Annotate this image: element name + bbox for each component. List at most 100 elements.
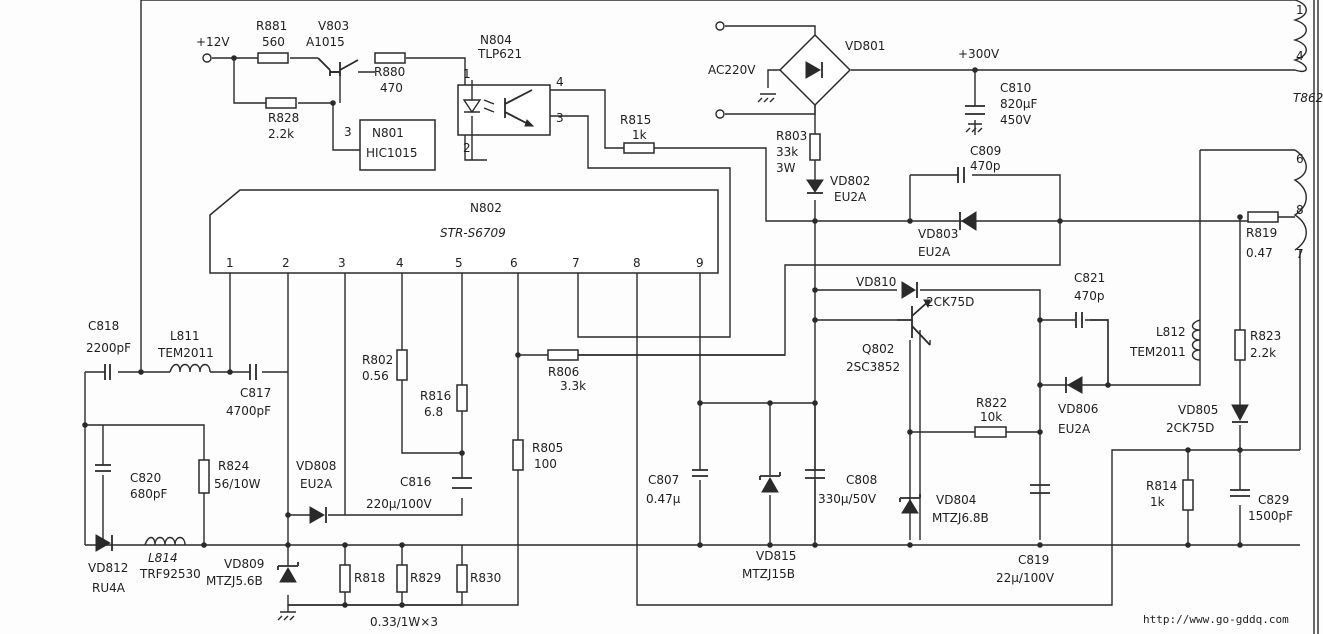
c810-ground: [965, 123, 983, 133]
r819-body: [1247, 211, 1279, 223]
t862-pin-6: 6: [1296, 152, 1304, 166]
c817-ref: C817: [240, 386, 271, 400]
l812-ref: L812: [1156, 325, 1186, 339]
t862-pin-1: 1: [1296, 3, 1304, 17]
r815-ref: R815: [620, 113, 651, 127]
n802-pin-8: 8: [633, 256, 641, 270]
c819-value: 22μ/100V: [996, 571, 1055, 585]
resistor-bodies: [198, 52, 1279, 593]
r881-ref: R881: [256, 19, 287, 33]
vd805-ref: VD805: [1178, 403, 1218, 417]
c809-value: 470p: [970, 159, 1001, 173]
n802-pin-1: 1: [226, 256, 234, 270]
c821-value: 470p: [1074, 289, 1105, 303]
r802-body: [396, 349, 408, 381]
c818-value: 2200pF: [86, 341, 131, 355]
inductor-symbols: [144, 319, 1201, 546]
c816-ref: C816: [400, 475, 431, 489]
n802-pin-2: 2: [282, 256, 290, 270]
l812-part: TEM2011: [1129, 345, 1186, 359]
t862-pin-4: 4: [1296, 49, 1304, 63]
c810-plates: [965, 105, 985, 115]
n802-pin-3: 3: [338, 256, 346, 270]
vd806-ref: VD806: [1058, 402, 1098, 416]
c820-value: 680pF: [130, 487, 168, 501]
n802-part: STR-S6709: [440, 226, 506, 240]
t862-pin-7: 7: [1296, 247, 1304, 261]
l811-coil: [169, 363, 211, 373]
r814-ref: R814: [1146, 479, 1177, 493]
r823-value: 2.2k: [1250, 346, 1276, 360]
ic-n801: N801 HIC1015 3: [344, 119, 436, 171]
vd810-ref: VD810: [856, 275, 896, 289]
vd812-part: RU4A: [92, 581, 126, 595]
r819-ref: R819: [1246, 226, 1277, 240]
t862-name: T862: [1293, 91, 1323, 105]
n801-part: HIC1015: [366, 146, 417, 160]
r802-ref: R802: [362, 353, 393, 367]
transistor-v803: V803 A1015: [306, 19, 359, 76]
r828-body: [265, 97, 297, 109]
c808-ref: C808: [846, 473, 877, 487]
vd806-part: EU2A: [1058, 422, 1091, 436]
l814-coil: [144, 536, 186, 546]
r830-ref: R830: [470, 571, 501, 585]
vd808-ref: VD808: [296, 459, 336, 473]
c810-extra: 450V: [1000, 113, 1032, 127]
r824-value: 56/10W: [214, 477, 261, 491]
n804-pin-3: 3: [556, 111, 564, 125]
n804-pin-4: 4: [556, 75, 564, 89]
r881-body: [257, 52, 289, 64]
c809-ref: C809: [970, 144, 1001, 158]
r822-ref: R822: [976, 396, 1007, 410]
label-v300: +300V: [958, 47, 1000, 61]
c808-value: 330μ/50V: [818, 492, 877, 506]
r814-body: [1182, 479, 1194, 511]
c809-plates: [957, 167, 965, 183]
c807-ref: C807: [648, 473, 679, 487]
n804-pin-1: 1: [463, 67, 471, 81]
label-ac220: AC220V: [708, 63, 756, 77]
l814-part: TRF92530: [139, 567, 201, 581]
transistor-q802: Q802 2SC3852: [846, 299, 931, 374]
r816-body: [456, 384, 468, 412]
vd802-ref: VD802: [830, 174, 870, 188]
c818-plates: [104, 364, 111, 380]
n802-pin-6: 6: [510, 256, 518, 270]
c819-ref: C819: [1018, 553, 1049, 567]
r829-ref: R829: [410, 571, 441, 585]
c821-plates: [1075, 312, 1083, 328]
watermark: http://www.go-gddq.com: [1143, 613, 1289, 626]
r803-body: [809, 133, 821, 161]
c820-plates: [95, 464, 111, 472]
r803-extra: 3W: [776, 161, 796, 175]
junction-dots: [82, 55, 1243, 608]
n802-pin-5: 5: [455, 256, 463, 270]
r805-ref: R805: [532, 441, 563, 455]
vd803-ref: VD803: [918, 227, 958, 241]
l811-part: TEM2011: [157, 346, 214, 360]
r818-ref: R818: [354, 571, 385, 585]
r824-ref: R824: [218, 459, 249, 473]
diode-symbols: [95, 179, 1249, 621]
r830-body: [456, 564, 468, 593]
wiring: [84, 0, 1301, 606]
n802-pin-9: 9: [696, 256, 704, 270]
vd801-name: VD801: [845, 39, 885, 53]
l812-coil: [1191, 319, 1201, 361]
c808-plates: [805, 469, 825, 479]
c818-ref: C818: [88, 319, 119, 333]
r815-body: [623, 142, 655, 154]
l814-ref: L814: [148, 551, 178, 565]
c816-value: 220μ/100V: [366, 497, 432, 511]
r-group-note: 0.33/1W×3: [370, 615, 438, 629]
q802-name: Q802: [862, 342, 894, 356]
r803-ref: R803: [776, 129, 807, 143]
terminals: [202, 21, 725, 119]
c810-ref: C810: [1000, 81, 1031, 95]
labels: +12V AC220V +300V R881 560 R880 470 R828…: [86, 19, 1293, 629]
vd809-ref: VD809: [224, 557, 264, 571]
c829-plates: [1230, 489, 1250, 497]
c810-value: 820μF: [1000, 97, 1038, 111]
ic-n804: N804 TLP621 1 2 3 4: [457, 33, 564, 160]
